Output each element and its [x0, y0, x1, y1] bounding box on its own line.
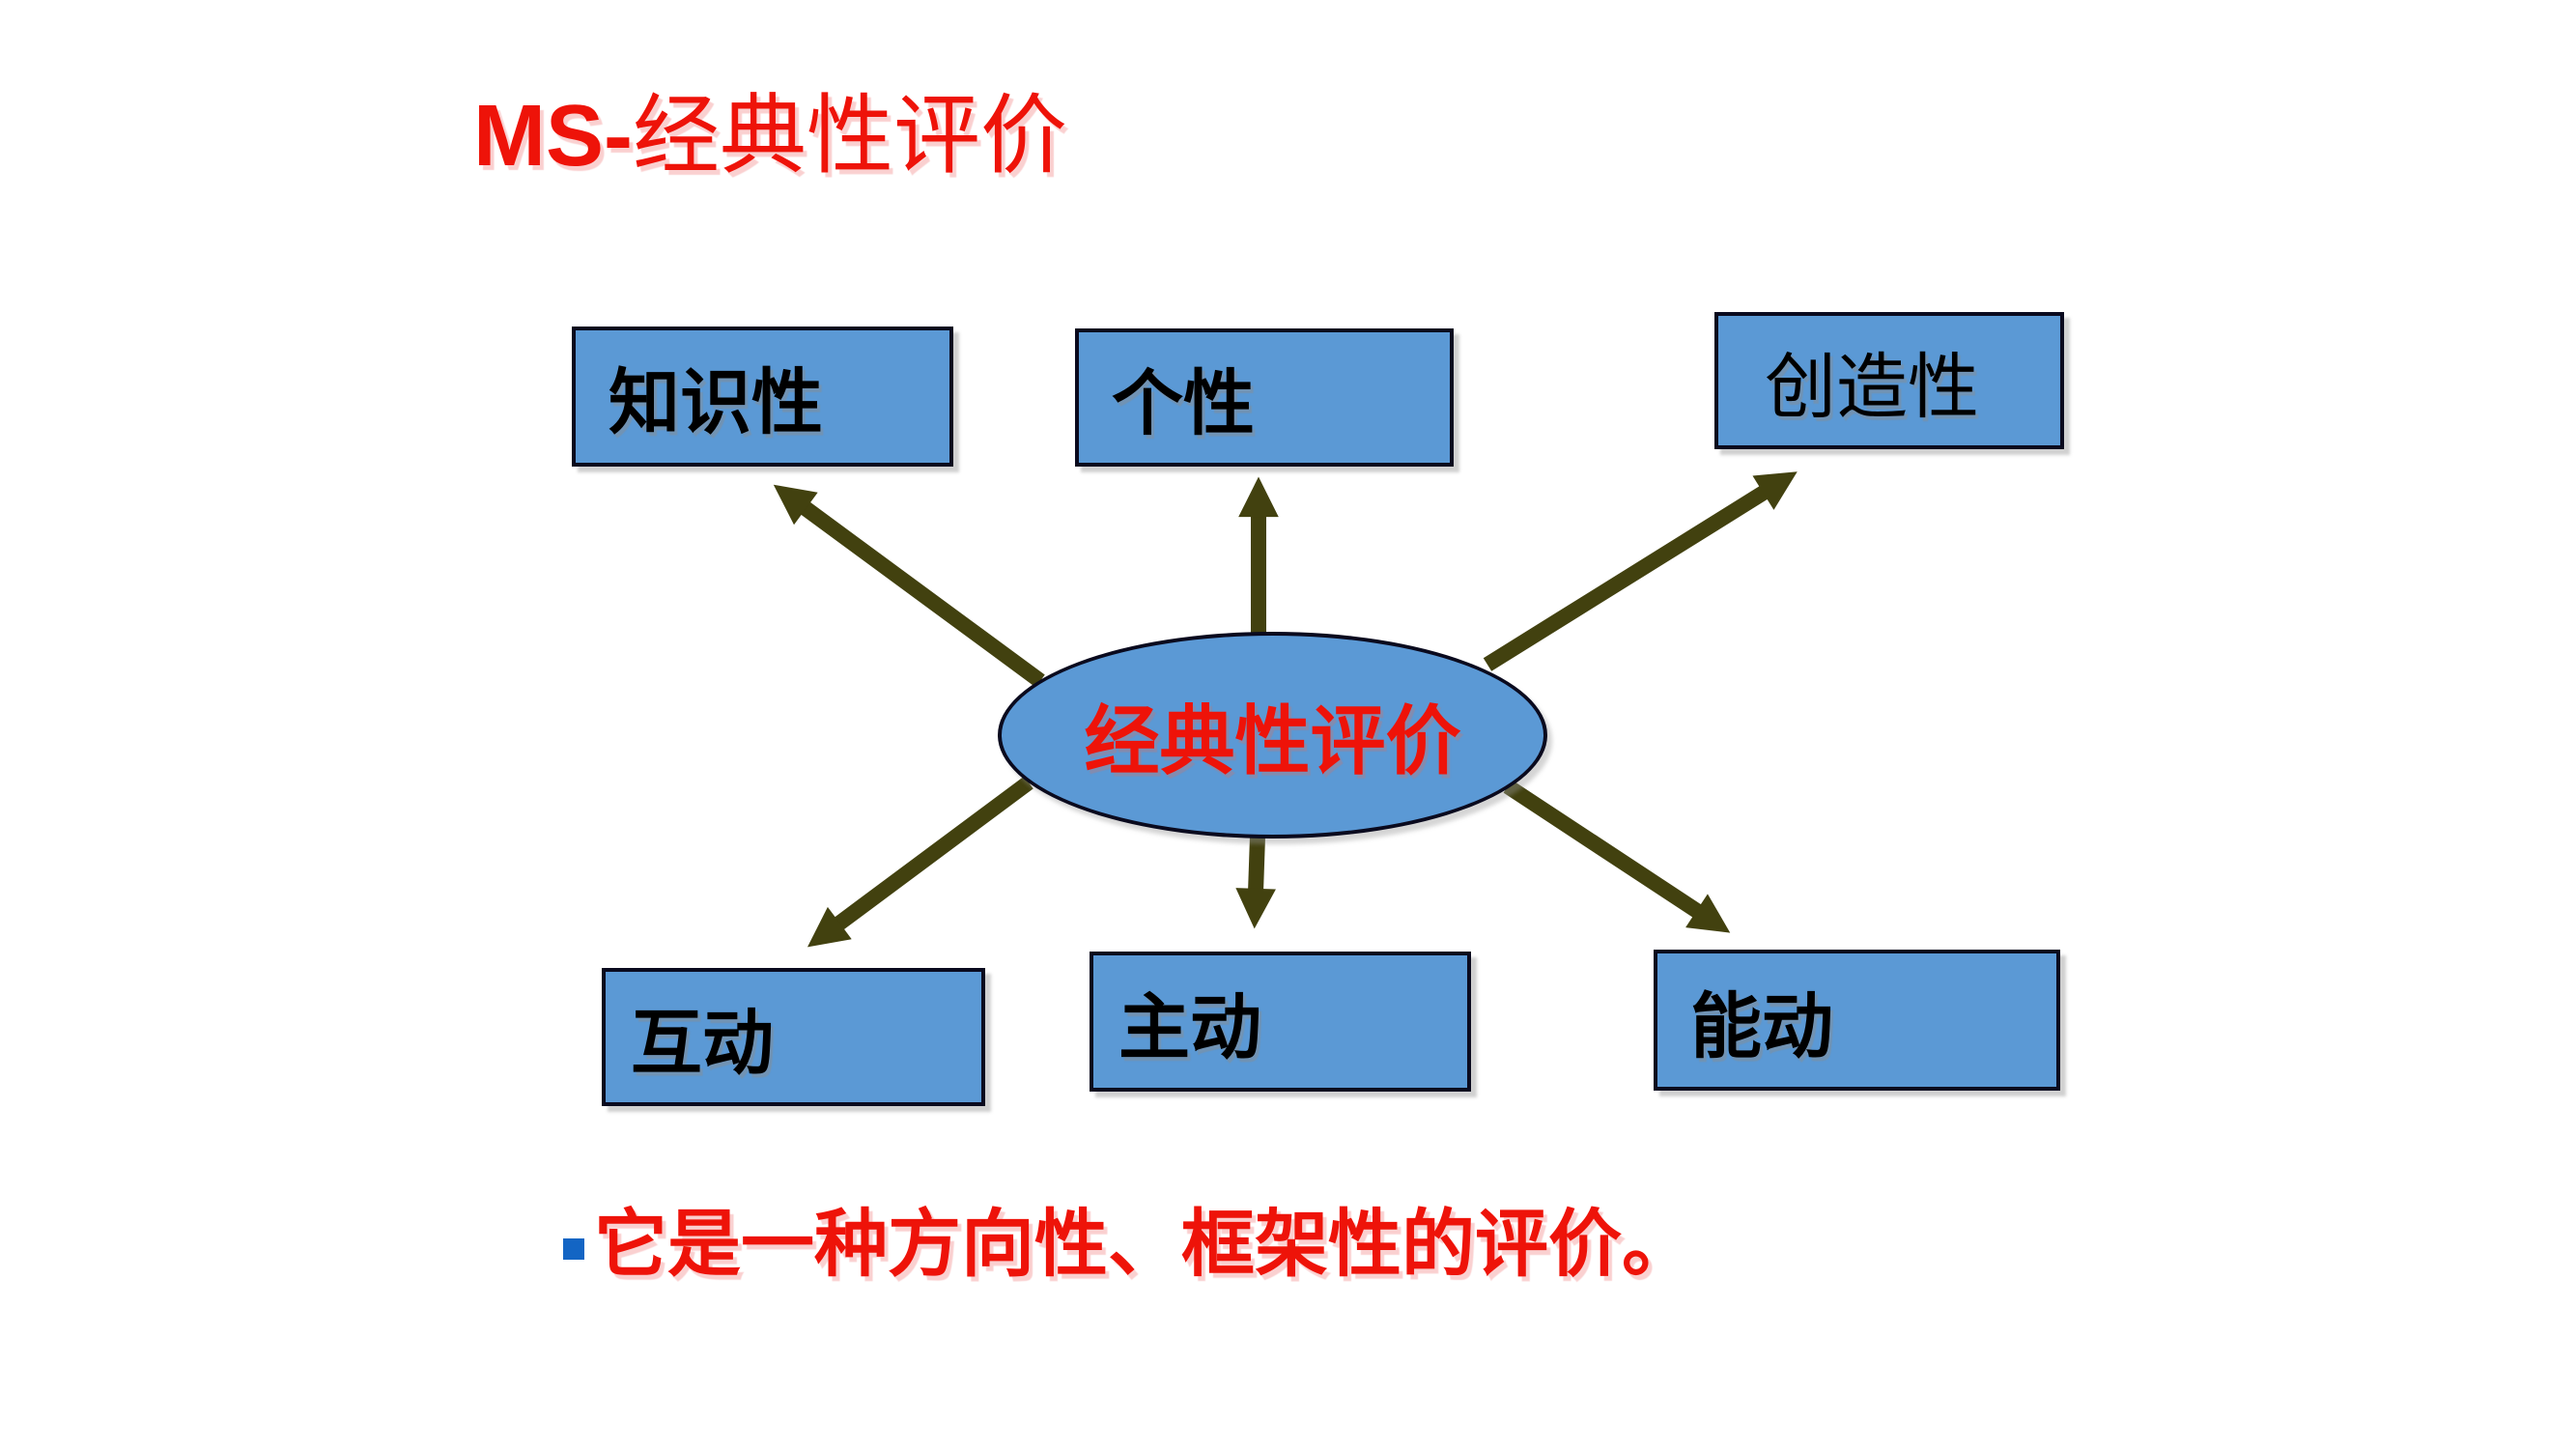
footer-bullet-text: 它是一种方向性、框架性的评价。 [594, 1205, 1695, 1286]
arrow-to-nengdong [1503, 780, 1731, 933]
node-nengdong: 能动 [1654, 950, 2060, 1091]
node-zhudong-label: 主动 [1118, 989, 1261, 1068]
arrow-to-hudong [807, 776, 1033, 948]
node-hudong-label: 互动 [631, 1005, 774, 1084]
node-chuangzaoxing-label: 创造性 [1765, 348, 1979, 428]
node-nengdong-label: 能动 [1690, 987, 1833, 1067]
node-gexing: 个性 [1075, 328, 1454, 467]
arrow-to-chuangzaoxing [1483, 471, 1798, 671]
node-gexing-label: 个性 [1112, 365, 1255, 444]
node-chuangzaoxing: 创造性 [1714, 312, 2064, 449]
node-zhishixing-label: 知识性 [609, 364, 823, 443]
arrow-to-zhishixing [773, 484, 1045, 688]
node-hudong: 互动 [602, 968, 985, 1106]
slide-title-text: 经典性评价 [632, 89, 1067, 185]
center-ellipse-label: 经典性评价 [1084, 699, 1461, 783]
center-ellipse: 经典性评价 [998, 632, 1547, 839]
slide-title: MS-经典性评价 [473, 89, 1067, 185]
bullet-square-icon [563, 1237, 584, 1260]
node-zhishixing: 知识性 [572, 327, 953, 467]
arrow-to-zhudong [1235, 836, 1276, 929]
slide-title-prefix: MS- [473, 88, 633, 185]
node-zhudong: 主动 [1090, 952, 1471, 1092]
footer-bullet-line: 它是一种方向性、框架性的评价。 [563, 1205, 1695, 1287]
